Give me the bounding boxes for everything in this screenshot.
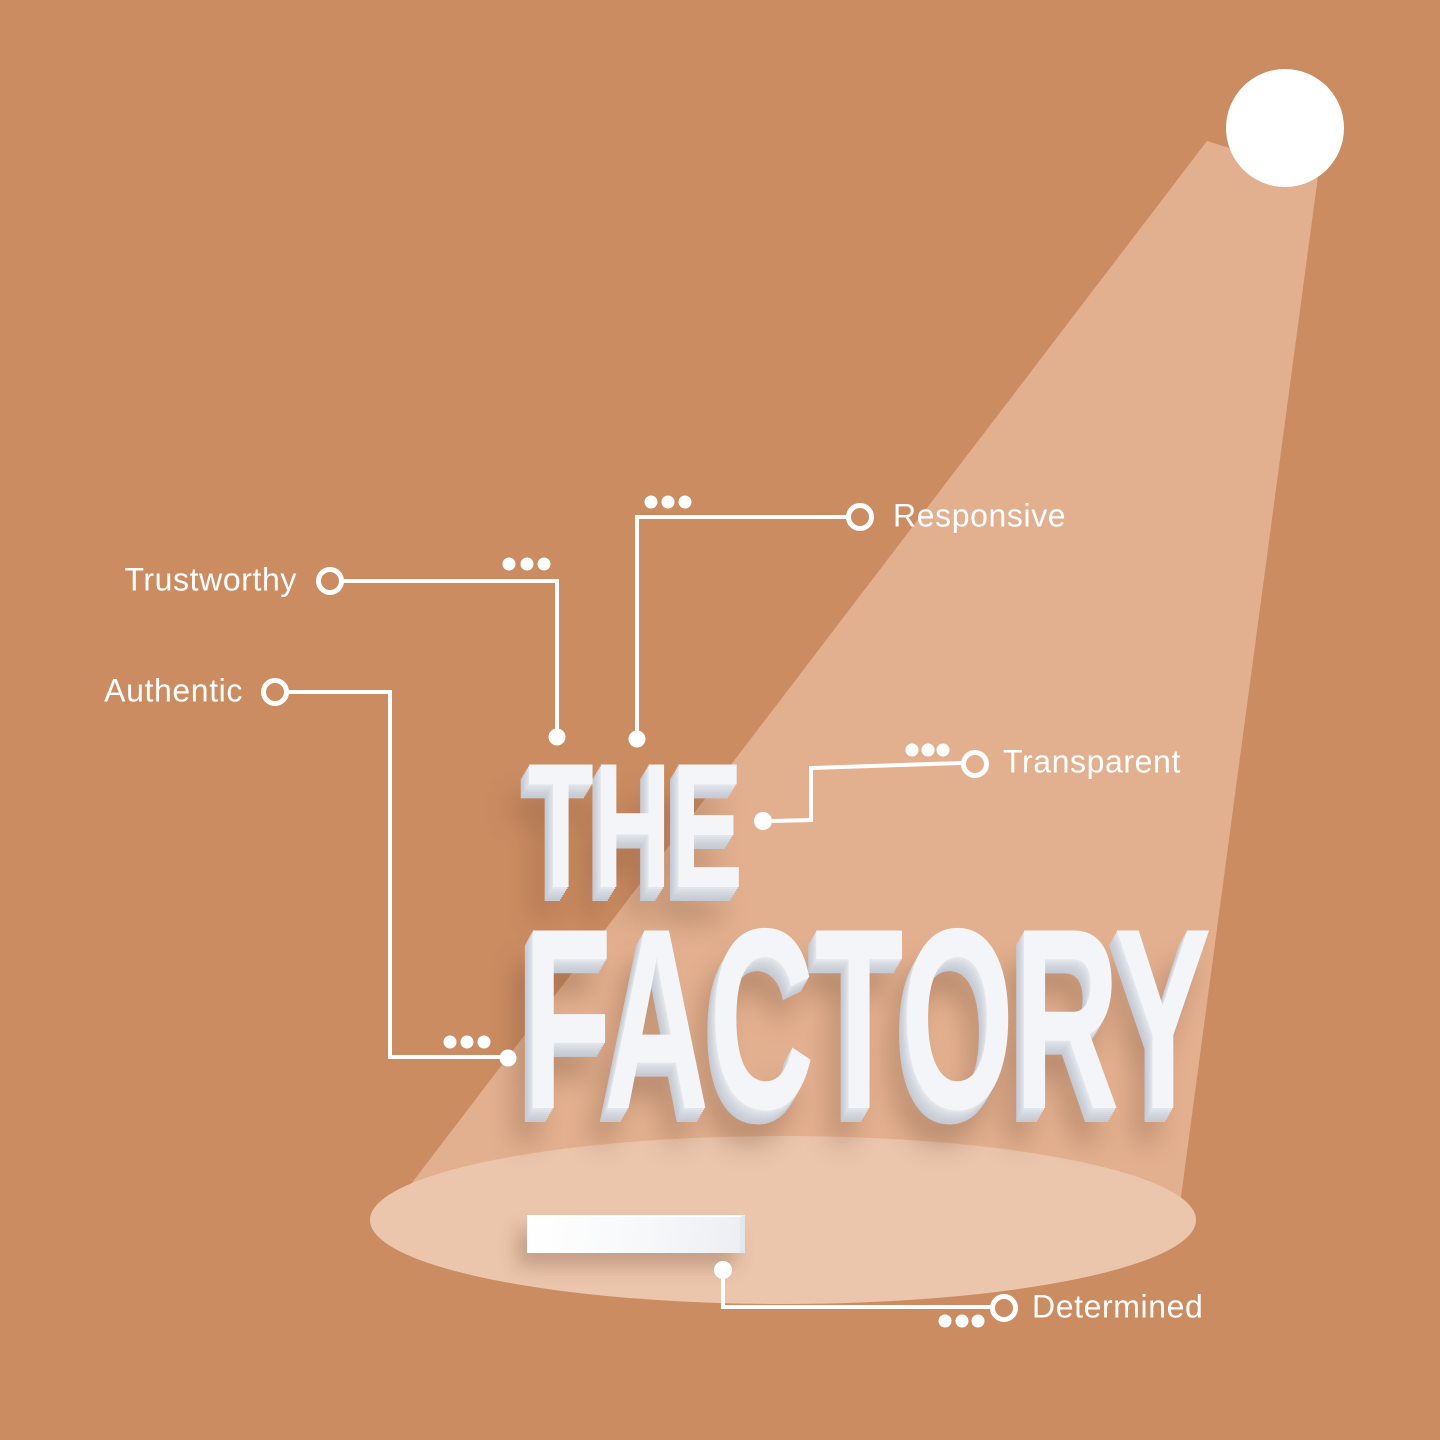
callout-label-authentic: Authentic	[104, 672, 243, 709]
callout-label-transparent: Transparent	[1003, 743, 1181, 780]
callout-ring-authentic	[261, 678, 289, 706]
callout-line-determined	[721, 1278, 991, 1309]
callout-endpoint-responsive	[628, 730, 646, 748]
dot-icon	[520, 557, 534, 571]
dot-icon	[905, 743, 919, 757]
callout-dots-determined	[938, 1314, 985, 1328]
callout-transparent	[754, 743, 989, 830]
callout-dots-transparent	[905, 743, 950, 757]
dot-icon	[661, 495, 675, 509]
dot-icon	[971, 1314, 985, 1328]
spotlight-floor-pool	[370, 1136, 1196, 1304]
callout-line-transparent	[771, 761, 962, 823]
callout-label-responsive: Responsive	[893, 497, 1067, 534]
callout-ring-responsive	[846, 503, 874, 531]
callout-line-trustworthy	[343, 579, 559, 729]
callout-ring-transparent	[961, 750, 989, 778]
callout-authentic	[261, 678, 517, 1067]
dot-icon	[678, 495, 692, 509]
dot-icon	[443, 1035, 457, 1049]
callout-determined	[714, 1261, 1018, 1328]
callout-line-responsive	[635, 515, 847, 731]
callout-label-trustworthy: Trustworthy	[124, 561, 297, 598]
callout-label-determined: Determined	[1032, 1288, 1204, 1325]
dot-icon	[644, 495, 658, 509]
callout-responsive	[628, 495, 874, 748]
dot-icon	[955, 1314, 969, 1328]
callout-dots-responsive	[644, 495, 692, 509]
logo-line-factory: FACTORY	[523, 874, 1212, 1163]
callout-endpoint-transparent	[754, 812, 772, 830]
dot-icon	[502, 557, 516, 571]
callout-dots-trustworthy	[502, 557, 551, 571]
logo-line-the: THE	[528, 726, 744, 925]
callout-endpoint-authentic	[499, 1049, 517, 1067]
dot-icon	[936, 743, 950, 757]
logo-underline-bar	[527, 1215, 745, 1253]
callout-trustworthy	[316, 557, 566, 746]
callout-ring-trustworthy	[316, 567, 344, 595]
callout-line-authentic	[288, 690, 500, 1059]
spotlight-source-icon	[1226, 69, 1344, 187]
dot-icon	[460, 1035, 474, 1049]
dot-icon	[938, 1314, 952, 1328]
callout-endpoint-determined	[714, 1261, 732, 1279]
dot-icon	[477, 1035, 491, 1049]
callout-ring-determined	[990, 1294, 1018, 1322]
callout-dots-authentic	[443, 1035, 491, 1049]
callout-endpoint-trustworthy	[548, 728, 566, 746]
spotlight-beam	[382, 141, 1318, 1234]
dot-icon	[921, 743, 935, 757]
dot-icon	[537, 557, 551, 571]
